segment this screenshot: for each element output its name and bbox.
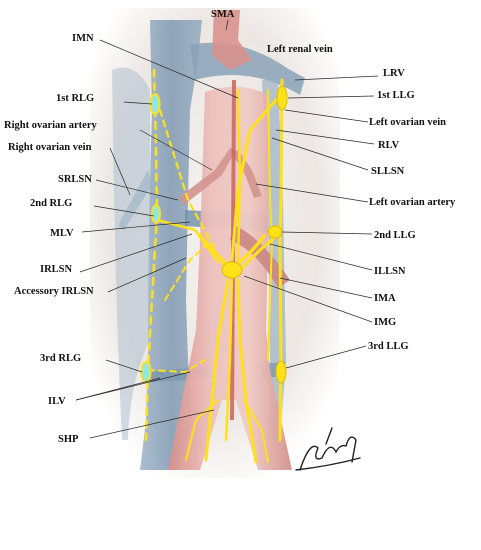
sma-shape xyxy=(212,10,252,70)
leader-rlg3 xyxy=(105,359,143,373)
ganglion-llg2 xyxy=(267,225,283,239)
label-sllsn: SLLSN xyxy=(371,166,405,177)
ima-shape xyxy=(230,225,290,288)
ganglion-rlg3 xyxy=(140,361,152,383)
ganglion-llg3 xyxy=(275,360,287,384)
label-right-ovarian-artery: Right ovarian artery xyxy=(4,120,97,131)
leader-shp xyxy=(89,409,215,439)
leader-accessory-irlsn xyxy=(107,257,187,293)
label-img: IMG xyxy=(374,317,396,328)
label-mlv: MLV xyxy=(50,228,74,239)
left-sympathetic-trunk xyxy=(278,78,284,442)
left-trunk-parallel xyxy=(267,89,274,361)
ivc-shape xyxy=(140,20,202,470)
shp-trunk-left xyxy=(204,278,230,462)
leader-lrv xyxy=(294,75,379,81)
leader-rlg2 xyxy=(93,205,155,217)
label-rlg2: 2nd RLG xyxy=(30,198,72,209)
label-llg1: 1st LLG xyxy=(377,90,415,101)
leader-sllsn xyxy=(271,137,369,171)
shp-trunk-right xyxy=(236,278,258,464)
label-irlsn: IRLSN xyxy=(40,264,73,275)
leader-rlv xyxy=(275,129,375,145)
leader-srlsn xyxy=(95,179,179,201)
label-left-ovarian-artery: Left ovarian artery xyxy=(369,197,456,208)
leader-ilv-b xyxy=(75,371,191,401)
leader-illsn xyxy=(269,243,373,271)
leader-rlg1 xyxy=(123,101,153,105)
label-accessory-irlsn: Accessory IRLSN xyxy=(14,286,94,297)
label-rlg1: 1st RLG xyxy=(56,93,94,104)
label-rlv: RLV xyxy=(378,140,400,151)
label-rlg3: 3rd RLG xyxy=(40,353,81,364)
artist-signature-icon xyxy=(295,427,361,471)
shp-branch-right xyxy=(243,399,269,463)
irlsn-nerve xyxy=(155,218,220,264)
leader-ima xyxy=(279,277,373,299)
shp-trunk-center xyxy=(224,273,234,442)
label-llg3: 3rd LLG xyxy=(368,341,409,352)
leader-left-ovarian-artery xyxy=(255,183,369,203)
ganglion-rlg2 xyxy=(151,204,161,224)
label-ima: IMA xyxy=(374,293,396,304)
leader-right-ovarian-artery xyxy=(139,129,213,171)
nerves-layer xyxy=(144,68,284,464)
leader-imn xyxy=(99,39,239,99)
ganglion-llg1 xyxy=(276,85,288,111)
right-ovarian-artery-shape xyxy=(178,148,236,205)
label-srlsn: SRLSN xyxy=(58,174,92,185)
accessory-irlsn-nerve xyxy=(164,239,213,301)
label-ilv: ILV xyxy=(48,396,66,407)
sllsn-nerve xyxy=(230,98,278,262)
leader-irlsn xyxy=(79,233,193,273)
leader-img xyxy=(243,275,373,323)
label-left-ovarian-vein: Left ovarian vein xyxy=(369,117,446,128)
rlg3-branch xyxy=(147,359,206,374)
label-illsn: ILLSN xyxy=(374,266,406,277)
label-left-renal-vein: Left renal vein xyxy=(267,44,333,55)
label-lrv: LRV xyxy=(383,68,405,79)
leader-llg2 xyxy=(281,231,373,235)
leader-left-ovarian-vein xyxy=(284,109,369,123)
leader-lines xyxy=(75,19,379,439)
leader-llg3 xyxy=(285,345,367,369)
ganglion-img xyxy=(221,261,243,279)
label-right-ovarian-vein: Right ovarian vein xyxy=(8,142,92,153)
leader-sma xyxy=(225,19,229,31)
imn-nerve xyxy=(236,88,242,262)
label-sma: SMA xyxy=(211,9,235,20)
leader-llg1 xyxy=(287,95,375,99)
leader-mlv xyxy=(81,221,191,233)
label-llg2: 2nd LLG xyxy=(374,230,416,241)
label-shp: SHP xyxy=(58,434,79,445)
vein-wash-left xyxy=(112,67,150,440)
shp-branch-left xyxy=(185,399,219,461)
label-imn: IMN xyxy=(72,33,94,44)
labels-layer: SMA IMN Left renal vein LRV 1st RLG 1st … xyxy=(4,9,456,445)
